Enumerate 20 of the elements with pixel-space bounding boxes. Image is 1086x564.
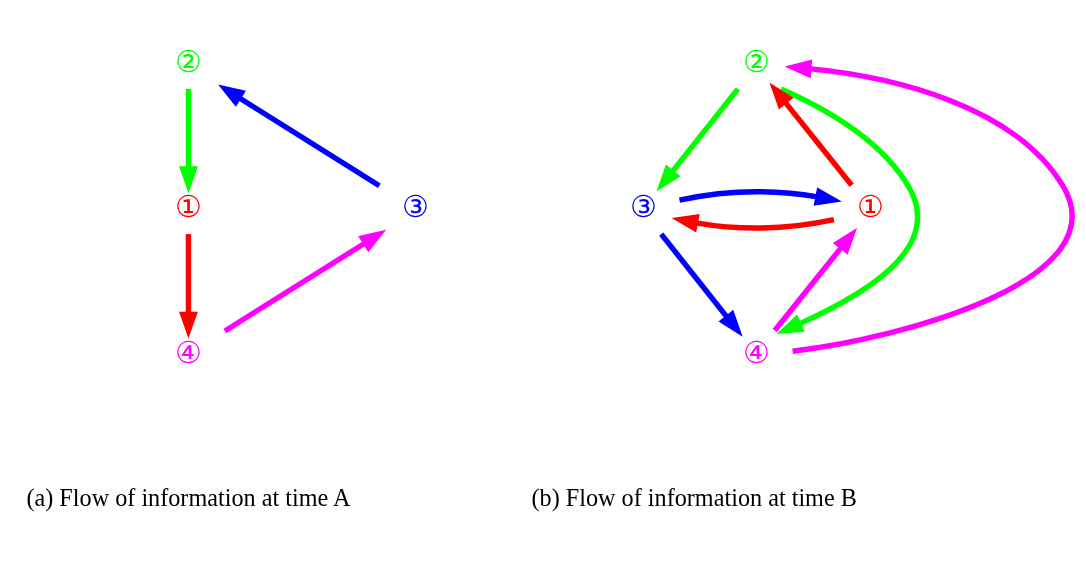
arrow	[769, 81, 854, 187]
arrow	[784, 58, 1075, 354]
label: (b) Flow of information at time B	[531, 483, 857, 511]
arrow	[218, 84, 381, 188]
arrow	[656, 86, 741, 192]
node-text: ③	[629, 190, 657, 223]
node-text: ②	[174, 45, 202, 78]
node-text: ③	[402, 190, 430, 223]
arrow	[223, 229, 387, 333]
arrow	[776, 86, 921, 334]
arrow	[659, 231, 743, 337]
arrow	[179, 233, 198, 339]
label: (a) Flow of information at time A	[26, 483, 351, 511]
node-text: ①	[174, 190, 202, 223]
node-text: ②	[742, 45, 770, 78]
node-text: ①	[856, 190, 884, 223]
arrow	[179, 88, 198, 193]
node-text: ④	[742, 336, 770, 369]
node-text: ④	[174, 336, 202, 369]
arrow	[772, 227, 858, 332]
